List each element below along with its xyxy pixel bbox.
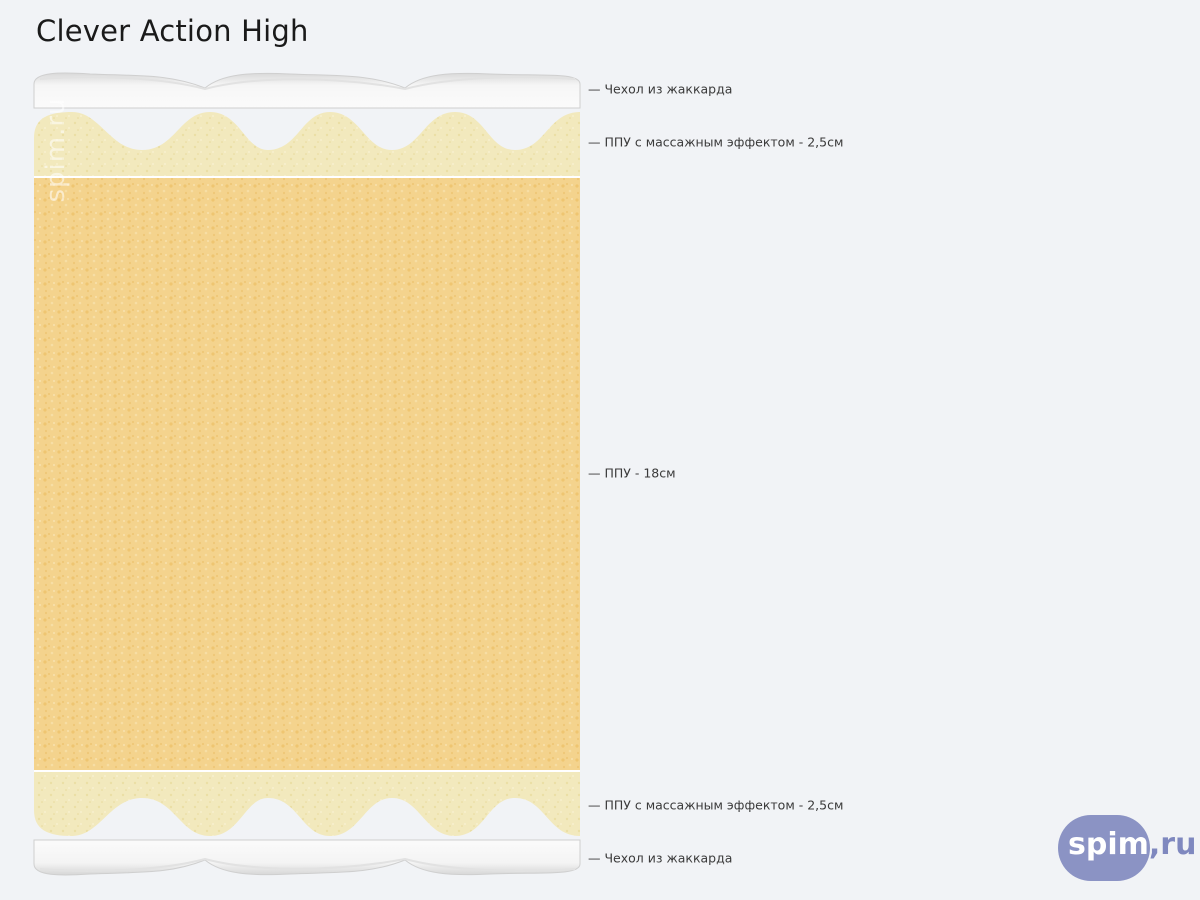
layer-core-foam <box>34 178 580 772</box>
logo-badge <box>1058 815 1150 881</box>
watermark: spim.ru <box>41 97 71 203</box>
label-massage-foam-top: — ППУ с массажным эффектом - 2,5см <box>588 134 844 150</box>
layer-massage-foam-top <box>34 112 580 178</box>
logo-main: spim <box>1068 827 1149 862</box>
layer-cover-bottom <box>33 839 581 876</box>
label-cover-top: — Чехол из жаккарда <box>588 81 733 97</box>
layer-cover-top <box>33 72 581 109</box>
mattress-cross-section <box>33 72 581 876</box>
page-title: Clever Action High <box>36 14 309 48</box>
logo-text: spim,ru <box>1068 827 1196 862</box>
logo-tail: ,ru <box>1148 827 1197 862</box>
label-core-foam: — ППУ - 18см <box>588 465 676 481</box>
layer-massage-foam-bottom <box>34 772 580 836</box>
label-cover-bottom: — Чехол из жаккарда <box>588 850 733 866</box>
spim-logo: spim,ru <box>1058 815 1196 881</box>
label-massage-foam-bottom: — ППУ с массажным эффектом - 2,5см <box>588 797 844 813</box>
